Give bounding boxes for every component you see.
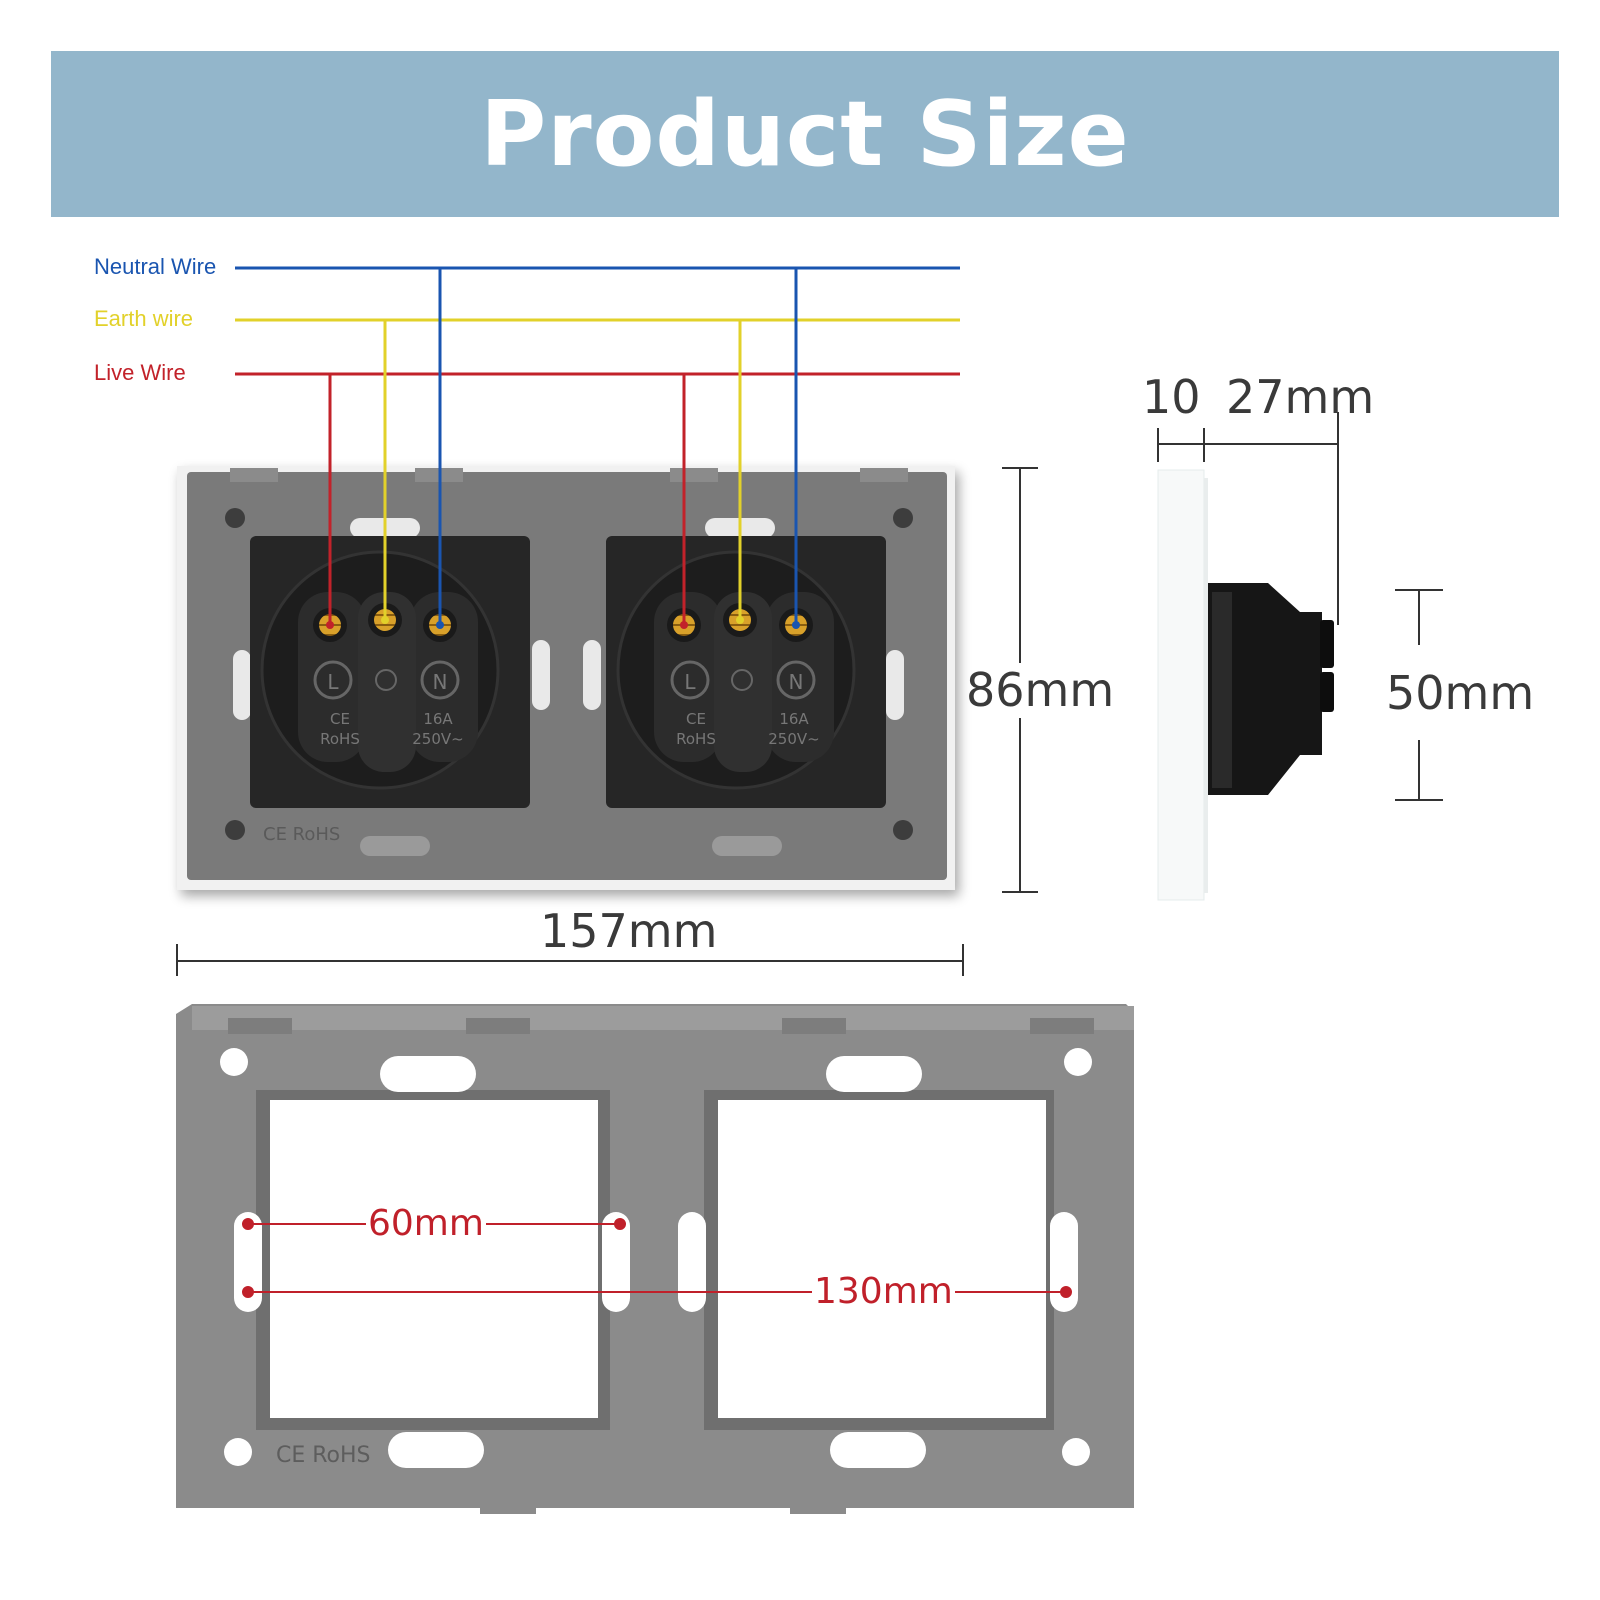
width-dimension-label: 157mm xyxy=(540,904,718,958)
frame-marking-top: CE RoHS xyxy=(263,824,340,845)
socket-module-left: L N CE RoHS 16A 250V~ xyxy=(250,536,530,808)
rohs-mark-left: RoHS xyxy=(320,730,360,748)
ce-mark-right: CE xyxy=(686,710,706,728)
neutral-terminal-mark-right: N xyxy=(789,670,804,694)
single-hole-spacing-label: 60mm xyxy=(366,1203,486,1244)
frame-marking-bottom: CE RoHS xyxy=(276,1443,371,1468)
rating-voltage-left: 250V~ xyxy=(412,730,463,748)
page-title: Product Size xyxy=(480,81,1130,187)
rating-voltage-right: 250V~ xyxy=(768,730,819,748)
neutral-wire-label: Neutral Wire xyxy=(94,254,217,279)
neutral-terminal-mark-left: N xyxy=(433,670,448,694)
rating-current-left: 16A xyxy=(423,710,453,728)
body-depth-label: 27mm xyxy=(1226,370,1375,424)
socket-rear-view: CE RoHS L N CE RoHS 16A 250V~ xyxy=(177,466,955,890)
ce-mark-left: CE xyxy=(330,710,350,728)
dimension-lines-top xyxy=(176,412,1443,976)
height-dimension-label: 86mm xyxy=(966,663,1115,717)
socket-module-right: L N CE RoHS 16A 250V~ xyxy=(606,536,886,808)
live-terminal-mark-right: L xyxy=(684,670,696,694)
rohs-mark-right: RoHS xyxy=(676,730,716,748)
rating-current-right: 16A xyxy=(779,710,809,728)
title-banner: Product Size xyxy=(51,51,1559,217)
live-wire-label: Live Wire xyxy=(94,360,186,385)
glass-depth-label: 10 xyxy=(1142,370,1201,424)
module-height-label: 50mm xyxy=(1386,666,1535,720)
socket-side-profile xyxy=(1157,469,1334,901)
double-hole-spacing-label: 130mm xyxy=(812,1271,955,1312)
mounting-frame: CE RoHS xyxy=(176,1004,1134,1514)
live-terminal-mark-left: L xyxy=(327,670,339,694)
earth-wire-label: Earth wire xyxy=(94,306,194,331)
wiring-lines xyxy=(235,266,960,629)
